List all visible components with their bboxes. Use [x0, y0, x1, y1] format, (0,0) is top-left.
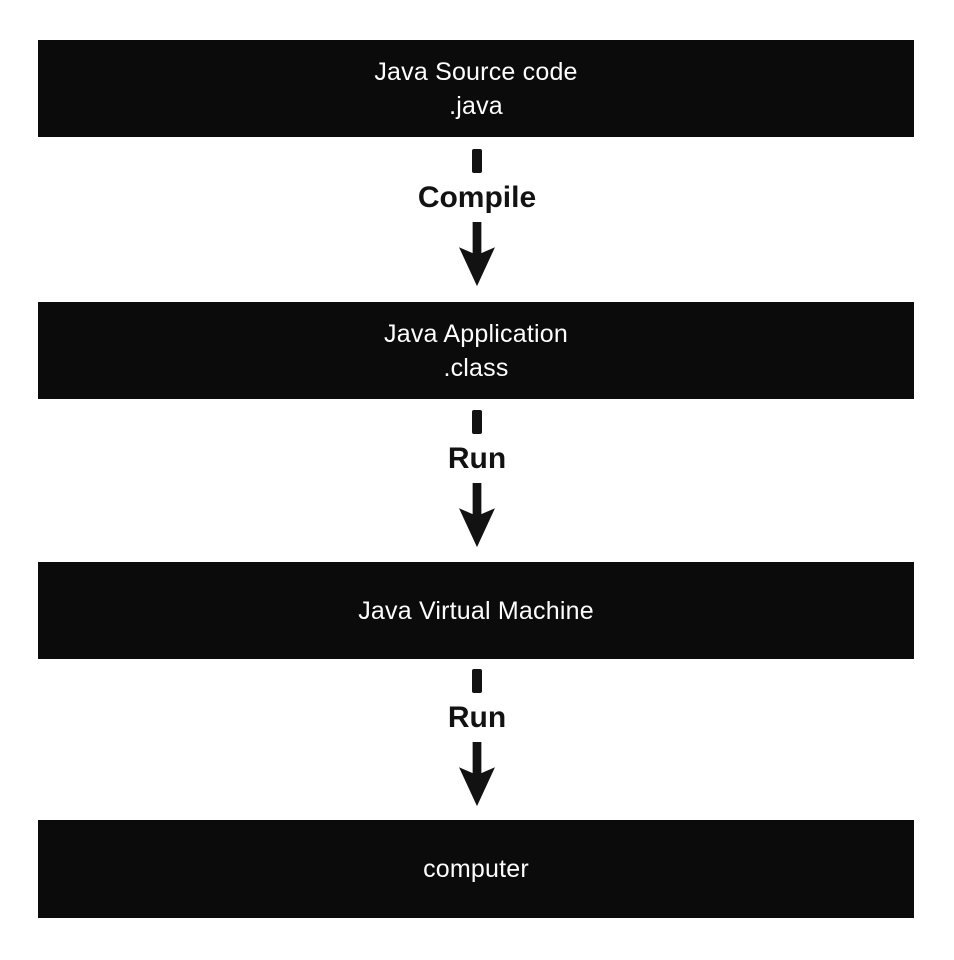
down-arrow-icon: [459, 742, 495, 807]
node-label: Java Source code: [374, 57, 578, 86]
connector-run-jvm: Run: [0, 399, 954, 562]
node-java-application: Java Application .class: [38, 302, 914, 399]
connector-compile: Compile: [0, 137, 954, 302]
node-computer: computer: [38, 820, 914, 918]
connector-label: Compile: [417, 181, 537, 214]
node-java-source-code: Java Source code .java: [38, 40, 914, 137]
dashed-line-segment: [472, 410, 482, 434]
node-sublabel: .java: [449, 91, 503, 120]
node-label: computer: [423, 855, 529, 883]
node-label: Java Virtual Machine: [358, 596, 594, 625]
connector-label: Run: [447, 701, 507, 734]
node-java-virtual-machine: Java Virtual Machine: [38, 562, 914, 659]
node-sublabel: .class: [443, 353, 509, 382]
node-label: Java Application: [384, 319, 568, 348]
connector-run-computer: Run: [0, 659, 954, 820]
connector-label: Run: [447, 442, 507, 475]
dashed-line-segment: [472, 669, 482, 693]
down-arrow-icon: [459, 483, 495, 548]
down-arrow-icon: [459, 222, 495, 287]
dashed-line-segment: [472, 149, 482, 173]
